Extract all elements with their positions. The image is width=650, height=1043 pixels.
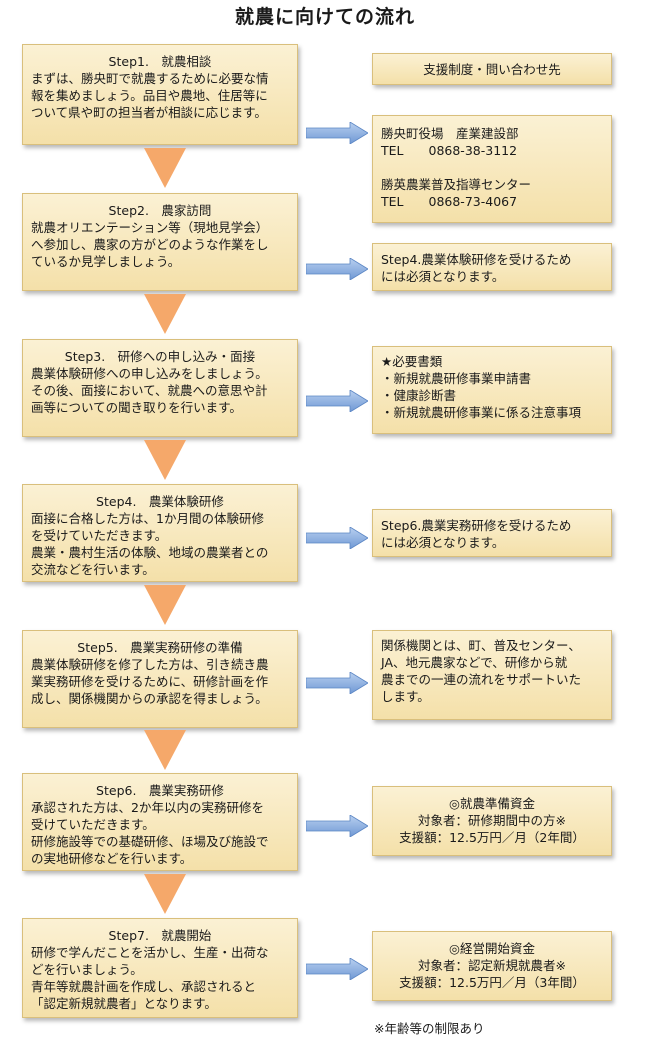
step-3-text: 農業体験研修への申し込みをしましょう。 その後、面接において、就農への意思や計 … [31,366,268,415]
down-chevron-icon [144,294,186,334]
down-chevron-icon [144,874,186,914]
right-arrow-icon [306,958,368,980]
step-5-text: 農業体験研修を修了した方は、引き続き農 業実務研修を受けるために、研修計画を作 … [31,657,269,706]
step-7-box: Step7. 就農開始 研修で学んだことを活かし、生産・出荷な どを行いましょう… [22,918,298,1018]
step4-note-box: Step6.農業実務研修を受けるため には必須となります。 [372,509,612,557]
right-arrow-icon [306,390,368,412]
step-6-heading: Step6. 農業実務研修 [96,783,224,798]
document-item: ・新規就農研修事業申請書 [381,371,532,386]
right-arrow-icon [306,122,368,144]
down-chevron-icon [144,730,186,770]
age-limit-footnote: ※年齢等の制限あり [374,1021,485,1036]
right-arrow-icon [306,527,368,549]
step-6-text: 承認された方は、2か年以内の実務研修を 受けていただきます。 研修施設等での基礎… [31,800,269,866]
step-4-box: Step4. 農業体験研修 面接に合格した方は、1か月間の体験研修 を受けていた… [22,484,298,582]
step-2-box: Step2. 農家訪問 就農オリエンテーション等（現地見学会） へ参加し、農家の… [22,193,298,291]
right-arrow-icon [306,815,368,837]
down-chevron-icon [144,440,186,480]
step-4-heading: Step4. 農業体験研修 [96,494,224,509]
document-item: ・健康診断書 [381,388,457,403]
step-1-heading: Step1. 就農相談 [108,54,212,69]
required-documents-box: ★必要書類 ・新規就農研修事業申請書 ・健康診断書 ・新規就農研修事業に係る注意… [372,346,612,434]
page-title: 就農に向けての流れ [234,6,415,28]
step-5-box: Step5. 農業実務研修の準備 農業体験研修を修了した方は、引き続き農 業実務… [22,630,298,728]
right-arrow-icon [306,258,368,280]
down-chevron-icon [144,585,186,625]
step-6-box: Step6. 農業実務研修 承認された方は、2か年以内の実務研修を 受けていただ… [22,773,298,871]
step-3-heading: Step3. 研修への申し込み・面接 [64,349,256,364]
preparation-fund-box: ◎就農準備資金 対象者：研修期間中の方※ 支援額：12.5万円／月（2年間） [372,786,612,856]
step-4-text: 面接に合格した方は、1か月間の体験研修 を受けていただきます。 農業・農村生活の… [31,511,269,577]
step-1-text: まずは、勝央町で就農するために必要な情 報を集めましょう。品目や農地、住居等に … [31,71,269,120]
startup-fund-box: ◎経営開始資金 対象者：認定新規就農者※ 支援額：12.5万円／月（3年間） [372,931,612,1001]
document-item: ・新規就農研修事業に係る注意事項 [381,405,582,420]
step-5-heading: Step5. 農業実務研修の準備 [77,640,243,655]
step-7-text: 研修で学んだことを活かし、生産・出荷な どを行いましょう。 青年等就農計画を作成… [31,945,269,1011]
step-1-box: Step1. 就農相談 まずは、勝央町で就農するために必要な情 報を集めましょう… [22,44,298,145]
contacts-box: 勝央町役場 産業建設部 TEL 0868-38-3112 勝英農業普及指導センタ… [372,115,612,223]
step-2-heading: Step2. 農家訪問 [108,203,212,218]
support-header-box: 支援制度・問い合わせ先 [372,53,612,85]
step-3-box: Step3. 研修への申し込み・面接 農業体験研修への申し込みをしましょう。 そ… [22,339,298,437]
right-arrow-icon [306,672,368,694]
down-chevron-icon [144,148,186,188]
step-2-text: 就農オリエンテーション等（現地見学会） へ参加し、農家の方がどのような作業をし … [31,220,269,269]
step2-note-box: Step4.農業体験研修を受けるため には必須となります。 [372,243,612,291]
documents-title: ★必要書類 [381,354,443,369]
step-7-heading: Step7. 就農開始 [108,928,212,943]
step5-note-box: 関係機関とは、町、普及センター、 JA、地元農家などで、研修から就 農までの一連… [372,630,612,720]
